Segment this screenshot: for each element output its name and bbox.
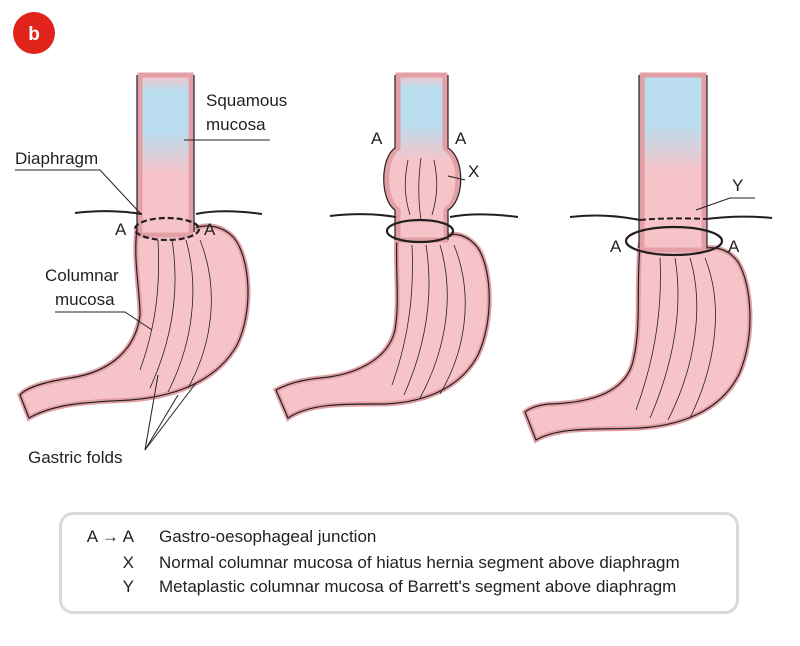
legend-text: Gastro-oesophageal junction (159, 527, 377, 546)
fold (419, 244, 448, 399)
legend-symbol: X (122, 553, 134, 572)
leader-columnar (55, 311, 153, 331)
legend-row-y: Y Metaplastic columnar mucosa of Barrett… (74, 577, 724, 599)
label-columnar-1: Columnar (45, 266, 119, 285)
stomach-barretts (521, 72, 773, 444)
legend-text: Metaplastic columnar mucosa of Barrett's… (159, 577, 677, 596)
label-a-1-left: A (115, 220, 127, 239)
label-a-2-left: A (371, 129, 383, 148)
leader-fold-a (144, 374, 159, 451)
fold (635, 257, 661, 411)
fold (391, 244, 413, 386)
fold (149, 239, 176, 389)
fold (667, 257, 698, 421)
legend-text: Normal columnar mucosa of hiatus hernia … (159, 553, 680, 572)
gej-ring-2 (385, 218, 455, 244)
badge-circle (13, 12, 55, 54)
gastric-folds-2 (391, 244, 466, 399)
stomach-normal (17, 72, 263, 422)
label-squamous-2: mucosa (206, 115, 266, 134)
leader-lines (15, 139, 755, 451)
oesophagus-3 (639, 72, 707, 253)
leader-fold-c (144, 382, 197, 451)
diaphragm-3-left (569, 214, 641, 221)
leader-fold-b (144, 394, 179, 451)
fold (404, 159, 411, 216)
fold (403, 244, 430, 396)
diaphragm-1-right (195, 210, 263, 215)
stomach-3-body (521, 242, 753, 444)
label-a-3-left: A (610, 237, 622, 256)
leader-x (447, 175, 466, 181)
stomach-2-body (272, 230, 492, 422)
fold (431, 159, 438, 216)
stomach-3-outline (524, 244, 751, 441)
fold (139, 239, 160, 371)
fold (439, 244, 466, 395)
legend-symbol: A → A (86, 527, 134, 546)
oesophagus-2-edge-left (383, 75, 396, 240)
gastric-folds-3 (635, 257, 716, 421)
diaphragm-2-left (329, 213, 397, 218)
legend-symbol: Y (122, 577, 134, 596)
diaphragm-2-right (449, 213, 519, 218)
hernia-folds (404, 157, 438, 221)
label-x: X (468, 162, 479, 181)
leader-diaphragm (15, 169, 141, 214)
fold (167, 239, 194, 393)
legend-row-gej: A → A Gastro-oesophageal junction (74, 527, 724, 549)
gastric-folds-1 (139, 239, 212, 393)
label-a-2-right: A (455, 129, 467, 148)
diaphragm-1-left (74, 210, 143, 215)
label-a-1-right: A (204, 220, 216, 239)
fold (649, 257, 679, 419)
label-columnar-2: mucosa (55, 290, 115, 309)
badge-letter: b (28, 24, 40, 45)
stomach-1-outline (19, 225, 249, 419)
leader-y (695, 197, 755, 211)
label-squamous-1: Squamous (206, 91, 287, 110)
legend-box: A → A Gastro-oesophageal junction X Norm… (59, 512, 739, 614)
label-y: Y (732, 176, 743, 195)
label-gastric-folds: Gastric folds (28, 448, 122, 467)
gej-ring-3 (624, 225, 724, 257)
diaphragm-3-right (705, 215, 773, 220)
gej-ring-1 (133, 216, 201, 242)
stomach-2-outline (275, 232, 490, 419)
oesophagus-2 (384, 72, 461, 243)
oesophagus-1 (137, 72, 194, 238)
stomach-hiatus-hernia (272, 72, 519, 422)
label-diaphragm: Diaphragm (15, 149, 98, 168)
fold (187, 239, 212, 389)
fold (689, 257, 716, 419)
legend-row-x: X Normal columnar mucosa of hiatus herni… (74, 553, 724, 575)
panel-badge: b (13, 12, 55, 54)
label-a-3-right: A (728, 237, 740, 256)
fold (418, 157, 422, 221)
stomach-1-body (17, 223, 251, 422)
